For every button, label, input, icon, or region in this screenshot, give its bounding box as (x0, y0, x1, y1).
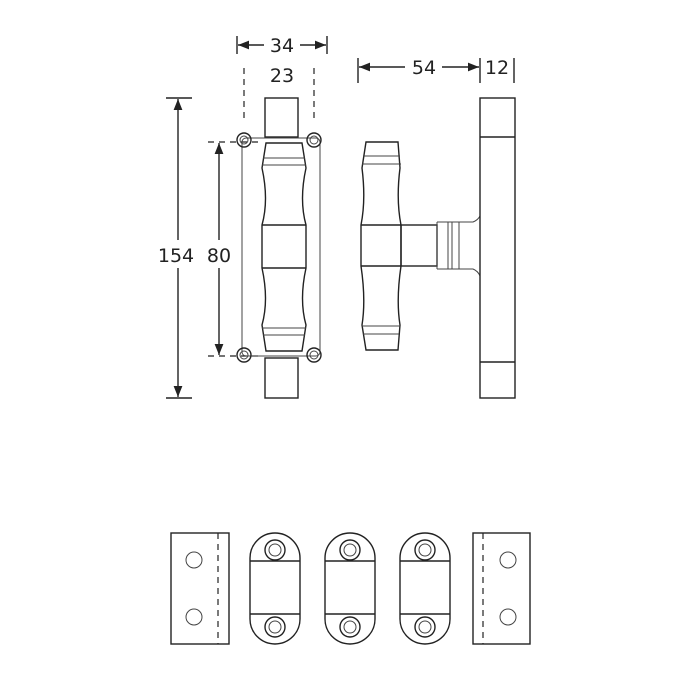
side-block-right (472, 532, 531, 645)
dimension-label-80: 80 (207, 245, 231, 267)
side-view (360, 97, 516, 399)
screw-hole-icon (306, 347, 322, 363)
dimension-80: 80 (207, 141, 258, 357)
dimension-34: 34 (236, 35, 328, 57)
rose-plate (324, 532, 376, 645)
side-block-left (170, 532, 230, 645)
dimension-label-54: 54 (412, 57, 436, 79)
dimension-label-23: 23 (270, 65, 294, 87)
rose-plate (399, 532, 451, 645)
dimension-23: 23 (243, 65, 315, 118)
dimension-54-12: 54 12 (357, 57, 515, 83)
dimension-label-34: 34 (270, 35, 294, 57)
screw-hole-icon (306, 132, 322, 148)
screw-hole-icon (236, 132, 252, 148)
rose-plate (249, 532, 301, 645)
dimension-label-12: 12 (485, 57, 509, 79)
screw-hole-icon (236, 347, 252, 363)
front-view (236, 97, 322, 399)
dimension-label-154: 154 (158, 245, 194, 267)
mounting-parts (170, 532, 531, 645)
dimension-154: 154 (158, 97, 194, 399)
